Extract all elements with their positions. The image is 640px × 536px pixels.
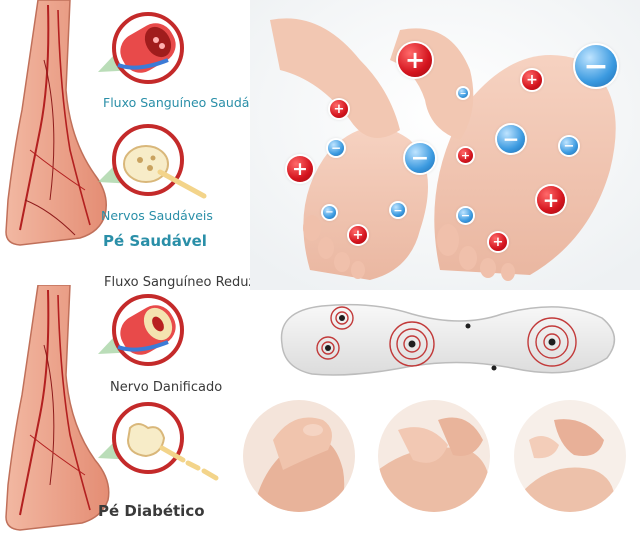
magnetic-insole bbox=[280, 303, 616, 376]
healthy-foot-label: Pé Saudável bbox=[103, 232, 207, 250]
minus-ion-icon: − bbox=[458, 88, 468, 98]
minus-ion-icon: − bbox=[560, 137, 578, 155]
plus-ion-icon: + bbox=[489, 233, 507, 251]
damaged-nerve-label: Nervo Danificado bbox=[110, 380, 223, 395]
plus-ion-icon: + bbox=[398, 43, 432, 77]
plus-ion-icon: + bbox=[522, 70, 542, 90]
healthy-blood-vessel-icon bbox=[98, 12, 184, 84]
minus-ion-icon: − bbox=[391, 203, 405, 217]
plus-ion-icon: + bbox=[349, 226, 367, 244]
plus-ion-icon: + bbox=[287, 156, 313, 182]
healthy-blood-flow-label: Fluxo Sanguíneo Saudável bbox=[103, 95, 268, 110]
plus-ion-icon: + bbox=[330, 100, 348, 118]
diabetic-foot-illustration bbox=[5, 285, 110, 531]
minus-ion-icon: − bbox=[323, 206, 336, 219]
healthy-nerve-icon bbox=[98, 124, 207, 199]
minus-ion-icon: − bbox=[575, 45, 617, 87]
massage-photo-2 bbox=[378, 400, 490, 512]
feet-massage-photo bbox=[250, 0, 640, 290]
diabetic-foot-label: Pé Diabético bbox=[98, 502, 205, 520]
damaged-nerve-icon bbox=[98, 402, 219, 481]
massage-photo-3 bbox=[514, 400, 626, 512]
minus-ion-icon: − bbox=[328, 140, 344, 156]
healthy-nerves-label: Nervos Saudáveis bbox=[101, 208, 213, 223]
healthy-foot-illustration bbox=[5, 0, 107, 246]
plus-ion-icon: + bbox=[458, 148, 473, 163]
plus-ion-icon: + bbox=[537, 186, 565, 214]
massage-photo-1 bbox=[243, 400, 355, 512]
reduced-blood-vessel-icon bbox=[98, 294, 184, 366]
minus-ion-icon: − bbox=[405, 143, 435, 173]
reduced-blood-flow-label: Fluxo Sanguíneo Reduzido bbox=[104, 275, 276, 290]
minus-ion-icon: − bbox=[497, 125, 525, 153]
minus-ion-icon: − bbox=[458, 208, 473, 223]
